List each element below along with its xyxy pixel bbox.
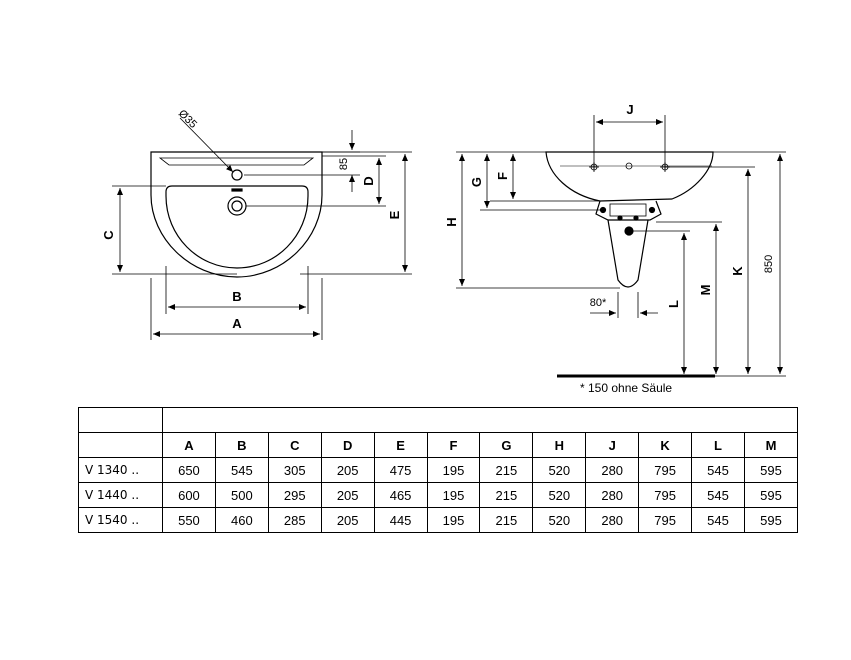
table-value-cell: 205 <box>320 507 375 533</box>
label-g: G <box>469 177 484 187</box>
table-value-cell: 595 <box>743 457 799 483</box>
table-col-header-m: M <box>743 432 799 458</box>
label-m: M <box>698 285 713 296</box>
table-value-cell: 465 <box>373 482 428 508</box>
table-value-cell: 550 <box>162 507 216 533</box>
table-value-cell: 280 <box>585 482 640 508</box>
table-model-cell: V 1540 .. <box>78 507 163 533</box>
table-col-header-g: G <box>479 432 534 458</box>
table-corner-cell <box>78 407 163 433</box>
table-col-header-f: F <box>426 432 481 458</box>
table-col-header-l: L <box>691 432 745 458</box>
table-value-cell: 795 <box>638 457 693 483</box>
label-80: 80* <box>590 297 607 309</box>
basin-outer-outline <box>150 151 323 278</box>
table-value-cell: 285 <box>267 507 322 533</box>
technical-drawing: Ø35 C B A 85 D E <box>101 102 786 395</box>
tap-hole <box>231 169 243 181</box>
label-j: J <box>626 102 633 117</box>
table-value-cell: 305 <box>267 457 322 483</box>
table-col-header-e: E <box>373 432 428 458</box>
table-value-cell: 215 <box>479 457 534 483</box>
table-value-cell: 460 <box>214 507 269 533</box>
label-f: F <box>495 172 510 180</box>
drain-inner <box>231 200 243 212</box>
basin-rim <box>158 157 315 166</box>
table-value-cell: 595 <box>743 507 799 533</box>
table-value-cell: 595 <box>743 482 799 508</box>
table-value-cell: 545 <box>691 507 745 533</box>
label-c: C <box>101 230 116 240</box>
label-e: E <box>387 210 402 219</box>
table-model-header <box>78 432 163 458</box>
footnote: * 150 ohne Säule <box>580 381 672 395</box>
table-value-cell: 795 <box>638 507 693 533</box>
pedestal <box>607 219 649 288</box>
table-value-cell: 520 <box>532 507 587 533</box>
table-blank-row <box>78 407 798 433</box>
basin-side-profile <box>545 151 714 202</box>
hole-leader-line <box>179 117 234 173</box>
label-k: K <box>730 266 745 276</box>
table-span-cell <box>162 407 798 433</box>
basin-inner-bowl <box>165 185 309 269</box>
table-col-header-d: D <box>320 432 375 458</box>
table-value-cell: 795 <box>638 482 693 508</box>
table-value-cell: 205 <box>320 482 375 508</box>
table-value-cell: 650 <box>162 457 216 483</box>
overflow-slot <box>231 188 243 192</box>
front-view-dimensions <box>112 117 412 340</box>
table-value-cell: 280 <box>585 457 640 483</box>
table-value-cell: 215 <box>479 482 534 508</box>
table-value-cell: 545 <box>214 457 269 483</box>
table-value-cell: 205 <box>320 457 375 483</box>
label-d: D <box>361 176 376 185</box>
label-b: B <box>232 289 241 304</box>
table-col-header-j: J <box>585 432 640 458</box>
table-value-cell: 195 <box>426 482 481 508</box>
table-value-cell: 545 <box>691 457 745 483</box>
table-value-cell: 520 <box>532 457 587 483</box>
table-value-cell: 280 <box>585 507 640 533</box>
wall-bracket <box>595 200 662 221</box>
table-col-header-c: C <box>267 432 322 458</box>
label-85: 85 <box>338 158 350 170</box>
label-h: H <box>444 217 459 226</box>
table-value-cell: 500 <box>214 482 269 508</box>
table-value-cell: 600 <box>162 482 216 508</box>
table-value-cell: 195 <box>426 457 481 483</box>
label-l: L <box>666 300 681 308</box>
table-col-header-a: A <box>162 432 216 458</box>
label-a: A <box>232 316 242 331</box>
table-col-header-h: H <box>532 432 587 458</box>
table-value-cell: 295 <box>267 482 322 508</box>
table-value-cell: 215 <box>479 507 534 533</box>
table-value-cell: 545 <box>691 482 745 508</box>
table-value-cell: 475 <box>373 457 428 483</box>
table-model-cell: V 1440 .. <box>78 482 163 508</box>
table-value-cell: 445 <box>373 507 428 533</box>
table-col-header-b: B <box>214 432 269 458</box>
table-value-cell: 195 <box>426 507 481 533</box>
table-model-cell: V 1340 .. <box>78 457 163 483</box>
side-view <box>545 151 715 378</box>
table-col-header-k: K <box>638 432 693 458</box>
side-view-dimensions <box>456 115 786 377</box>
label-850: 850 <box>763 255 775 273</box>
hole-diameter-label: Ø35 <box>176 108 199 131</box>
drain-outer <box>227 196 247 216</box>
table-value-cell: 520 <box>532 482 587 508</box>
front-view <box>150 151 323 278</box>
